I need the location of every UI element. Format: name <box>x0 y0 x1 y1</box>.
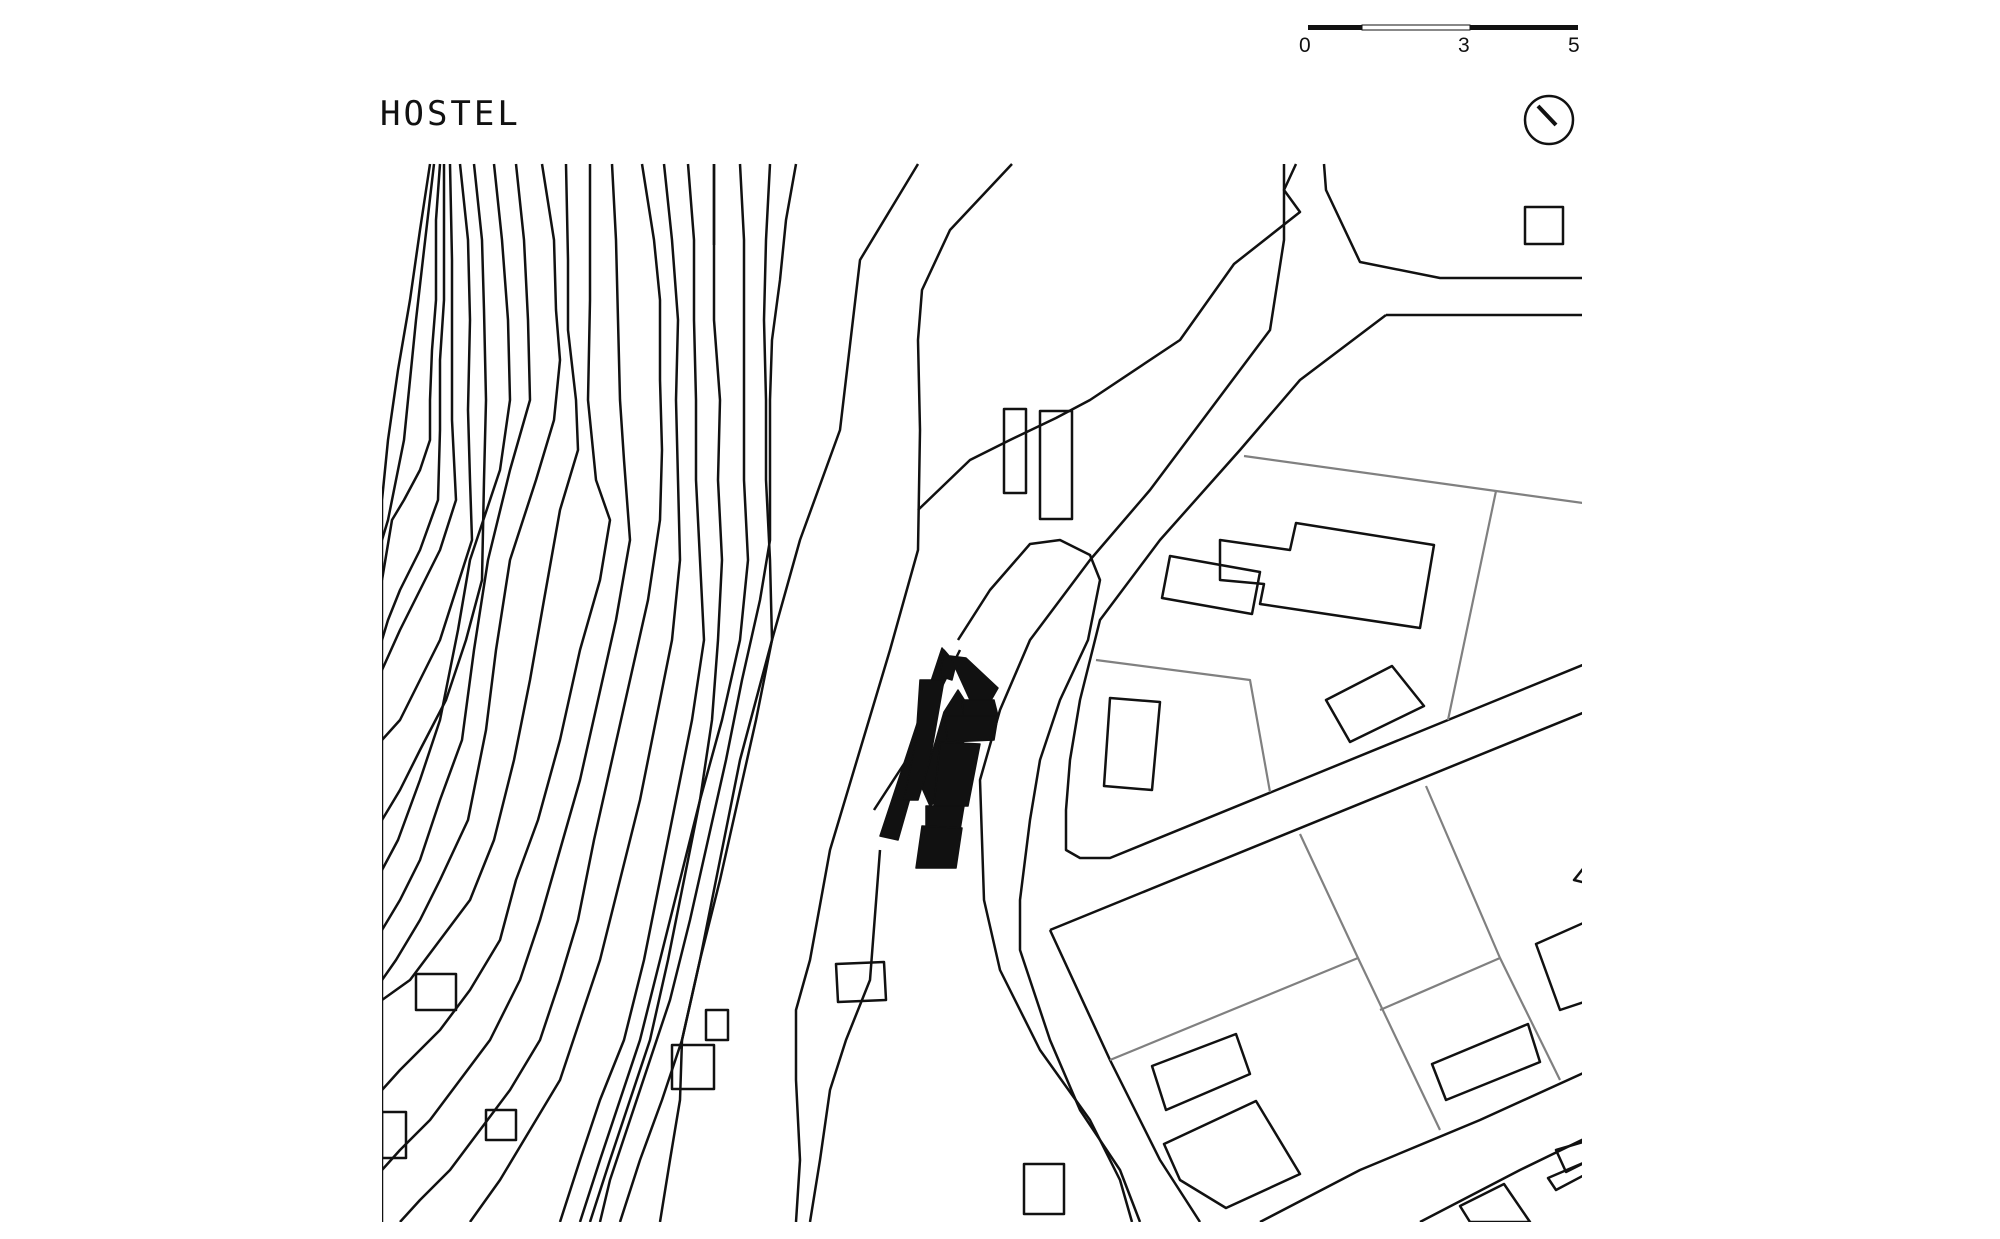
parcel-lines <box>1095 454 1582 1131</box>
north-arrow-icon <box>1523 94 1575 146</box>
scale-label-5: 5 <box>1568 34 1580 57</box>
main-road <box>978 163 1582 1222</box>
scale-label-3: 3 <box>1458 34 1470 57</box>
buildings <box>382 205 1582 1222</box>
scale-bar <box>1308 24 1578 31</box>
hostel-building <box>879 647 999 869</box>
scale-label-0: 0 <box>1299 34 1311 57</box>
map-title: HOSTEL <box>380 94 521 134</box>
contour-lines <box>382 163 798 1222</box>
